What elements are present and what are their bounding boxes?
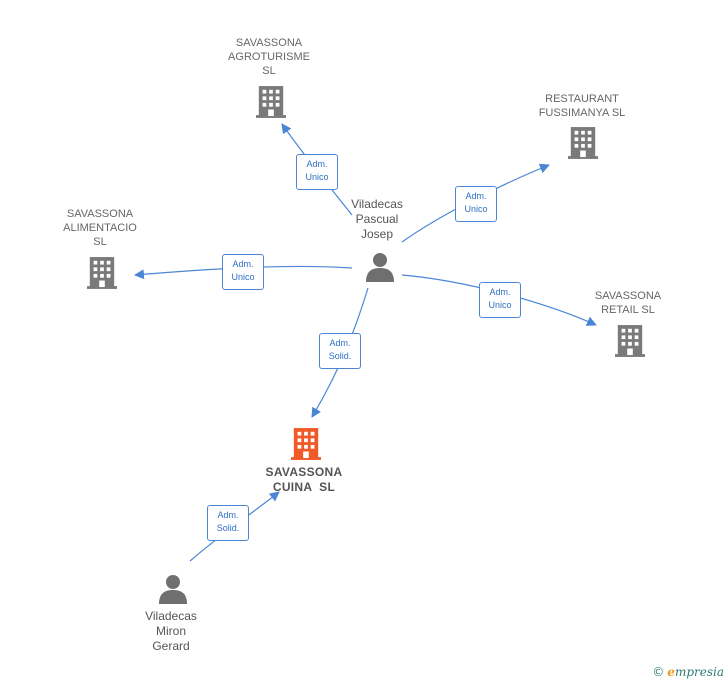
edge-label-retail: Adm.Unico xyxy=(479,282,521,318)
building-icon-fuss xyxy=(568,127,598,159)
edge-label-cuina-gerard: Adm.Solid. xyxy=(207,505,249,541)
edge-label-cuina-josep: Adm.Solid. xyxy=(319,333,361,369)
building-icon-alim xyxy=(87,257,117,289)
edge-label-alim: Adm.Unico xyxy=(222,254,264,290)
building-icon-cuina xyxy=(291,428,321,460)
edge-label-agro: Adm.Unico xyxy=(296,154,338,190)
person-icon-josep xyxy=(366,253,394,282)
person-icon-gerard xyxy=(159,575,187,604)
empresia-watermark: ©empresia xyxy=(652,665,724,679)
building-icon-agro xyxy=(256,86,286,118)
edge-label-fuss: Adm.Unico xyxy=(455,186,497,222)
building-icon-retail xyxy=(615,325,645,357)
copyright-icon: © xyxy=(652,665,665,679)
